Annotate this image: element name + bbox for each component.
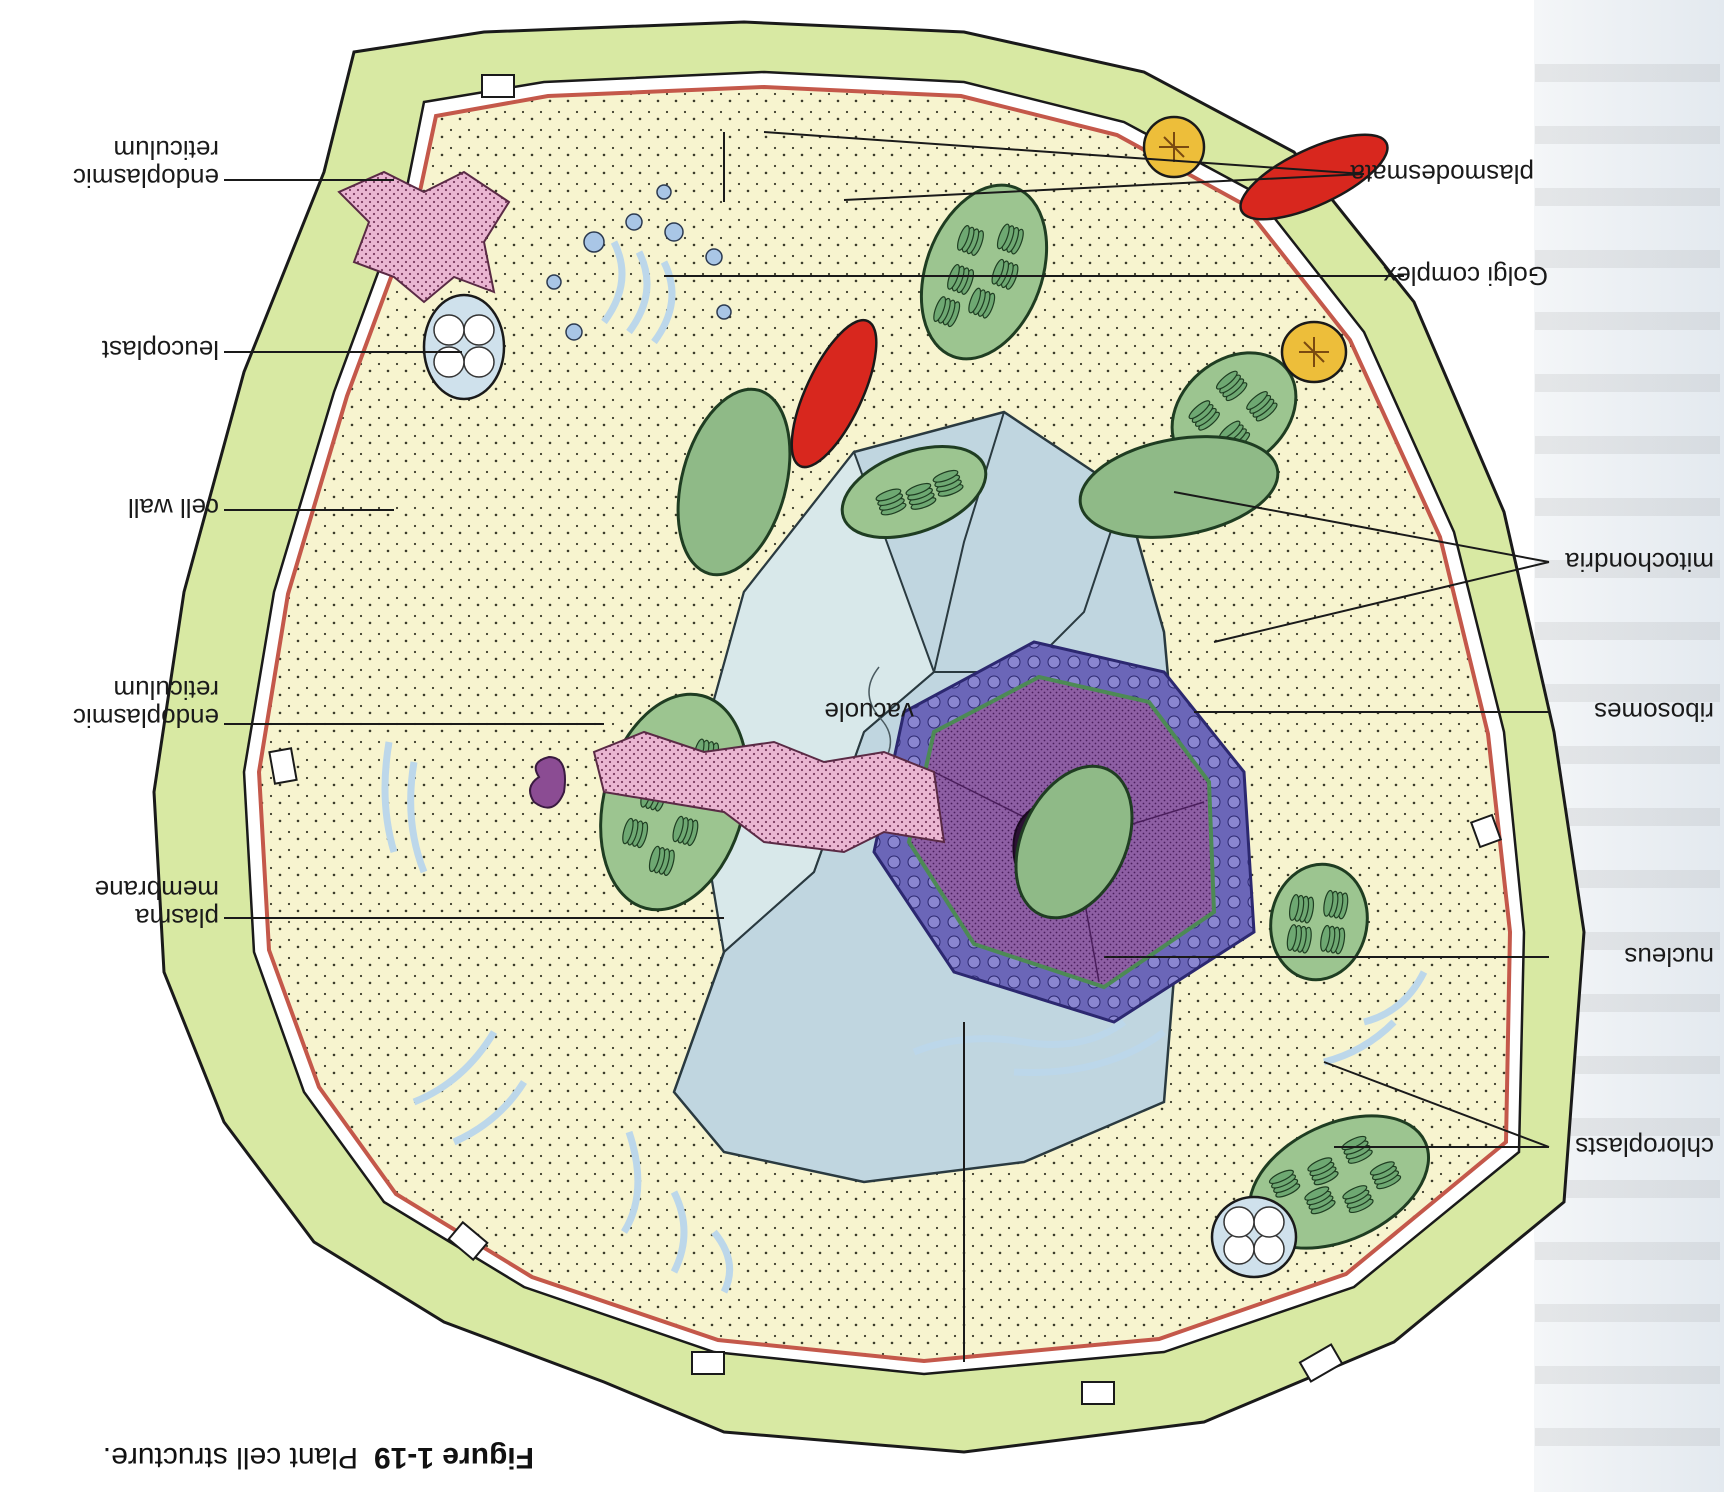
leader-chloroplasts: [1323, 1061, 1550, 1148]
leader-plasmodesmata: [763, 131, 1365, 201]
plastid: [1014, 764, 1134, 920]
page-text-bleed: [1535, 20, 1720, 1460]
label-plasmodesmata: plasmodesmata: [1350, 159, 1534, 189]
label-er-top: endoplasmic reticulum: [73, 135, 219, 193]
label-leucoplast: leucoplast: [101, 335, 219, 365]
leader-mitochondria: [1173, 491, 1550, 643]
er-tubules: [381, 741, 1428, 1294]
label-ribosomes: ribosomes: [1594, 697, 1714, 727]
leucoplast: [1210, 1195, 1298, 1279]
chloroplast: [919, 183, 1049, 361]
chloroplast: [1269, 862, 1369, 982]
label-plasma-membrane-line2: membrane: [94, 875, 219, 905]
label-vacuole: vacuole: [824, 697, 914, 727]
er-top-sheet: [337, 170, 511, 304]
mitochondrion-red: [790, 318, 878, 469]
plasmodesmata-channels: [268, 74, 1503, 1405]
label-er-top-line1: endoplasmic: [73, 163, 219, 193]
mitochondrion-cristae: [1299, 337, 1329, 367]
endoplasmic-reticulum-rough: [337, 170, 946, 854]
label-plasma-membrane-line1: plasma: [135, 903, 219, 933]
plastid: [1078, 435, 1280, 539]
label-mitochondria: mitochondria: [1565, 547, 1714, 577]
label-nucleus: nucleus: [1624, 942, 1714, 972]
label-golgi-complex: Golgi complex: [1383, 261, 1548, 291]
leader-misc: [723, 132, 965, 1362]
label-er-bottom: endoplasmic reticulum: [73, 675, 219, 733]
chloroplast: [840, 444, 988, 540]
vacuole-facet-edge-3: [933, 411, 1005, 673]
er-bottom-sheet: [592, 730, 946, 854]
label-er-bottom-line1: endoplasmic: [73, 703, 219, 733]
vacuole-facet-edge: [672, 671, 935, 1153]
er-vesicle: [529, 755, 566, 809]
label-chloroplasts: chloroplasts: [1575, 1132, 1714, 1162]
leader-lines: [224, 131, 1550, 1362]
page-background-shade: [1534, 0, 1724, 1492]
label-cell-wall: cell wall: [127, 493, 219, 523]
label-plasma-membrane: plasma membrane: [94, 875, 219, 933]
leucoplast: [422, 293, 506, 401]
label-er-top-line2: reticulum: [113, 135, 219, 165]
plastid: [676, 387, 792, 577]
mitochondrion-cristae: [1159, 132, 1189, 162]
golgi-complex: [546, 184, 732, 345]
label-er-bottom-line2: reticulum: [113, 675, 219, 705]
